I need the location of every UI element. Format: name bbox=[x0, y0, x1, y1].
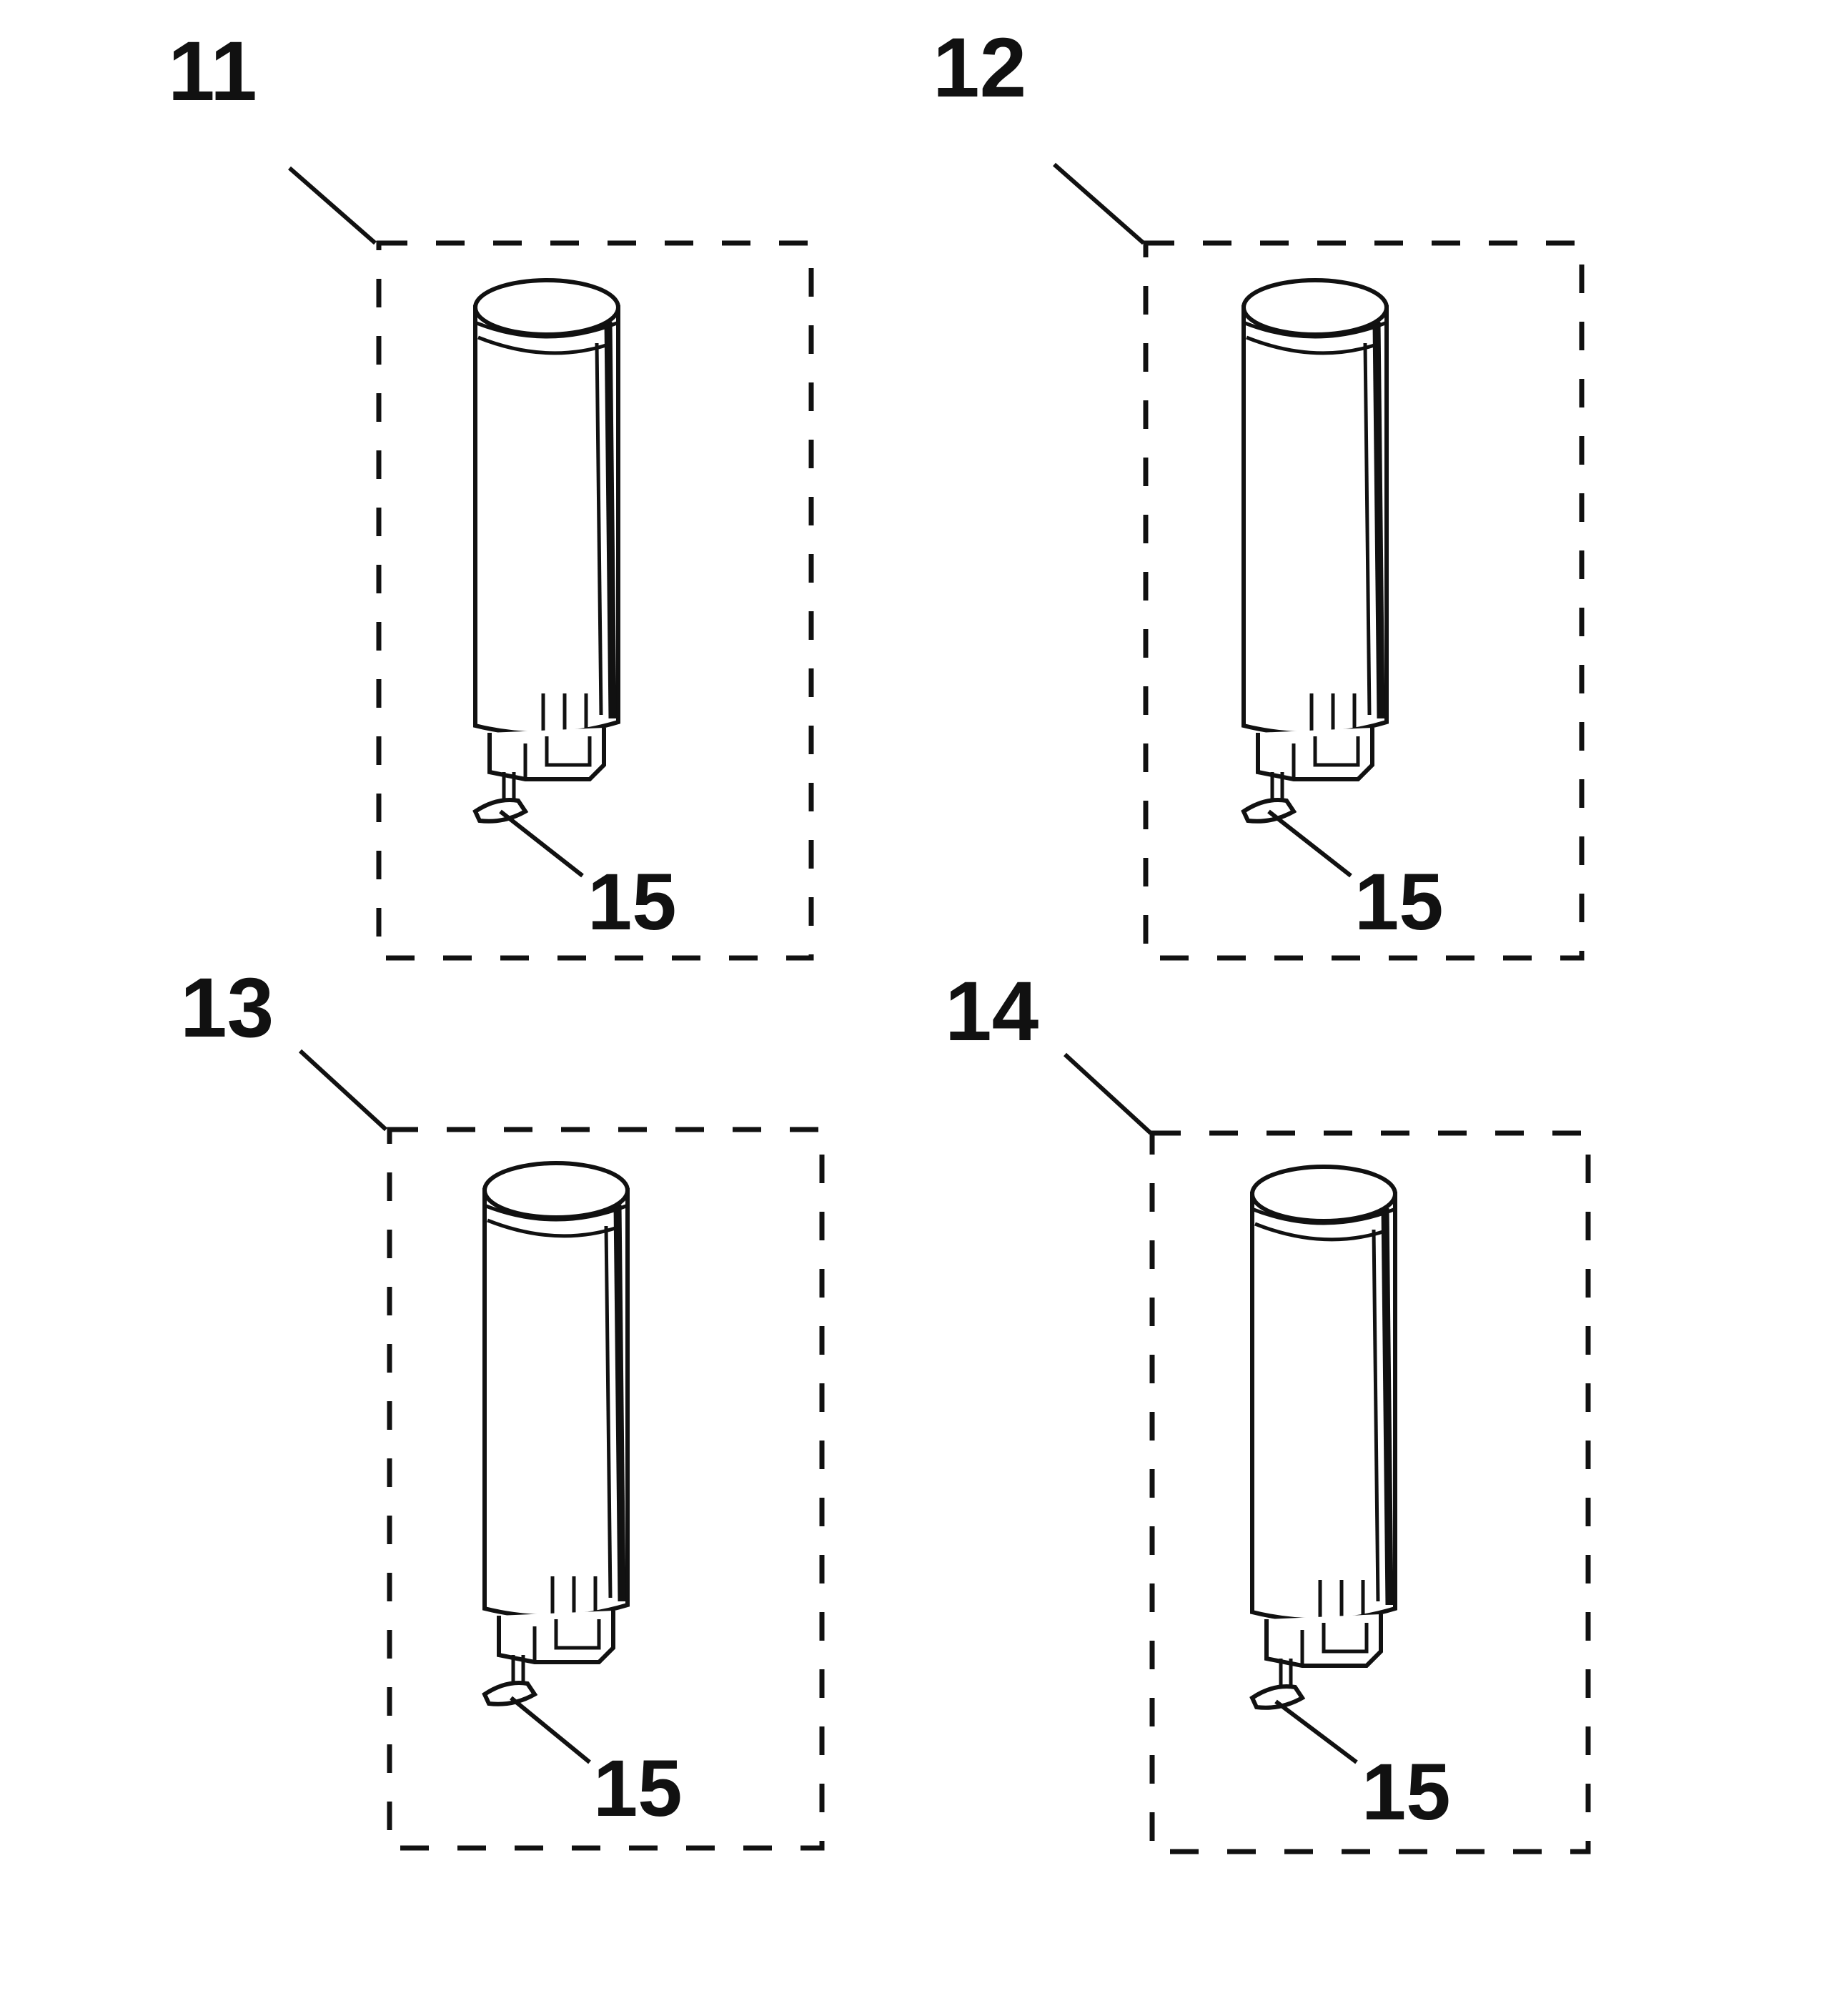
module-12: 12 15 bbox=[933, 21, 1585, 961]
module-11-sensor-label: 15 bbox=[588, 857, 677, 947]
module-11-sensor-leader bbox=[499, 809, 584, 878]
module-13-leader bbox=[298, 1049, 388, 1132]
module-12-frame bbox=[1143, 240, 1585, 961]
module-13-label: 13 bbox=[180, 961, 274, 1055]
module-14-sensor-label: 15 bbox=[1362, 1747, 1451, 1837]
module-12-device bbox=[1244, 280, 1387, 821]
module-13: 13 15 bbox=[180, 961, 825, 1851]
module-14-sensor-leader bbox=[1274, 1699, 1358, 1764]
module-11-device bbox=[475, 280, 618, 821]
module-12-sensor-label: 15 bbox=[1354, 857, 1444, 947]
module-12-label: 12 bbox=[933, 21, 1026, 115]
module-12-sensor-leader bbox=[1267, 809, 1352, 878]
module-11-label: 11 bbox=[168, 24, 257, 119]
module-12-leader bbox=[1053, 162, 1145, 245]
module-13-device bbox=[485, 1163, 628, 1704]
module-11: 11 15 bbox=[168, 24, 814, 961]
module-14: 14 15 bbox=[945, 964, 1591, 1854]
module-11-leader bbox=[288, 166, 377, 245]
module-14-leader bbox=[1063, 1052, 1153, 1135]
module-13-sensor-label: 15 bbox=[593, 1744, 683, 1833]
module-14-frame bbox=[1149, 1130, 1591, 1854]
module-14-label: 14 bbox=[945, 964, 1039, 1059]
module-13-sensor-leader bbox=[510, 1696, 591, 1764]
module-14-device bbox=[1252, 1167, 1395, 1708]
